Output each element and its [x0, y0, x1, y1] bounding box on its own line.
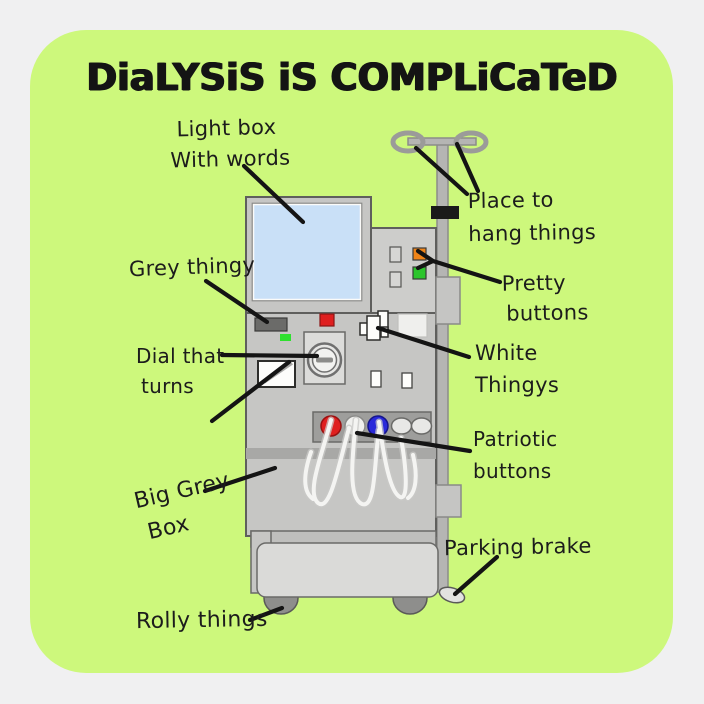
- arrow-patriotic: [354, 430, 473, 454]
- machine-base: [250, 530, 466, 615]
- arrow-white-thingys: [375, 325, 472, 360]
- pole-bracket-lower: [435, 484, 462, 518]
- green-indicator: [280, 334, 291, 341]
- pole-clamp: [431, 206, 459, 219]
- label-dial-line1: Dial that: [136, 344, 225, 368]
- control-panel: [254, 310, 413, 389]
- label-place-to-hang: Place to hang things: [467, 183, 597, 251]
- label-dial-line2: turns: [141, 374, 194, 398]
- label-parking-brake: Parking brake: [444, 531, 592, 565]
- arrow-light-box: [241, 163, 306, 225]
- dial-that-turns: [306, 342, 343, 378]
- label-place-to-hang-line2: hang things: [468, 219, 597, 247]
- light-box-screen: [251, 202, 363, 302]
- hang-hook-left: [390, 130, 426, 154]
- pole-bracket-upper: [435, 276, 461, 325]
- label-grey-thingy-line1: Grey thingy: [128, 252, 256, 282]
- label-white-thingys: White Thingys: [475, 337, 559, 401]
- label-patriotic-buttons: Patriotic buttons: [473, 423, 557, 487]
- callout-arrows: [202, 141, 503, 623]
- sticker-title: DiaLYSiS iS COMPLiCaTeD: [86, 56, 618, 99]
- label-rolly-things: Rolly things: [136, 604, 268, 637]
- label-light-box-line2: With words: [170, 145, 291, 173]
- pretty-buttons-panel: [389, 246, 428, 338]
- arrow-pretty-buttons: [415, 248, 503, 285]
- tubing: [301, 416, 420, 508]
- label-patriotic-line2: buttons: [473, 459, 552, 483]
- grey-thingy: [254, 317, 288, 332]
- arrow-big-grey-box: [202, 465, 278, 494]
- arrow-grey-thingy: [203, 278, 270, 325]
- arrow-hang-left: [413, 145, 470, 197]
- hang-hook-right: [453, 130, 489, 154]
- arrow-dial: [219, 352, 320, 359]
- label-light-box: Light box With words: [169, 111, 291, 176]
- label-dial-that-turns: Dial that turns: [136, 341, 224, 401]
- label-place-to-hang-line1: Place to: [467, 187, 554, 214]
- label-grey-thingy: Grey thingy: [128, 250, 256, 285]
- label-parking-brake-line1: Parking brake: [443, 533, 592, 561]
- label-white-thingys-line1: White: [475, 341, 538, 365]
- label-light-box-line1: Light box: [176, 114, 277, 142]
- label-rolly-things-line1: Rolly things: [135, 606, 268, 635]
- label-pretty-buttons: Pretty buttons: [501, 267, 589, 328]
- arrow-hang-right: [454, 141, 481, 194]
- label-patriotic-line1: Patriotic: [473, 427, 558, 451]
- red-indicator: [319, 313, 335, 327]
- arrow-rolly-things: [247, 605, 285, 623]
- arrow-knob: [209, 359, 292, 424]
- label-white-thingys-line2: Thingys: [475, 373, 560, 397]
- label-pretty-buttons-line2: buttons: [506, 300, 589, 326]
- arrow-parking-brake: [452, 554, 500, 597]
- label-pretty-buttons-line1: Pretty: [501, 270, 567, 296]
